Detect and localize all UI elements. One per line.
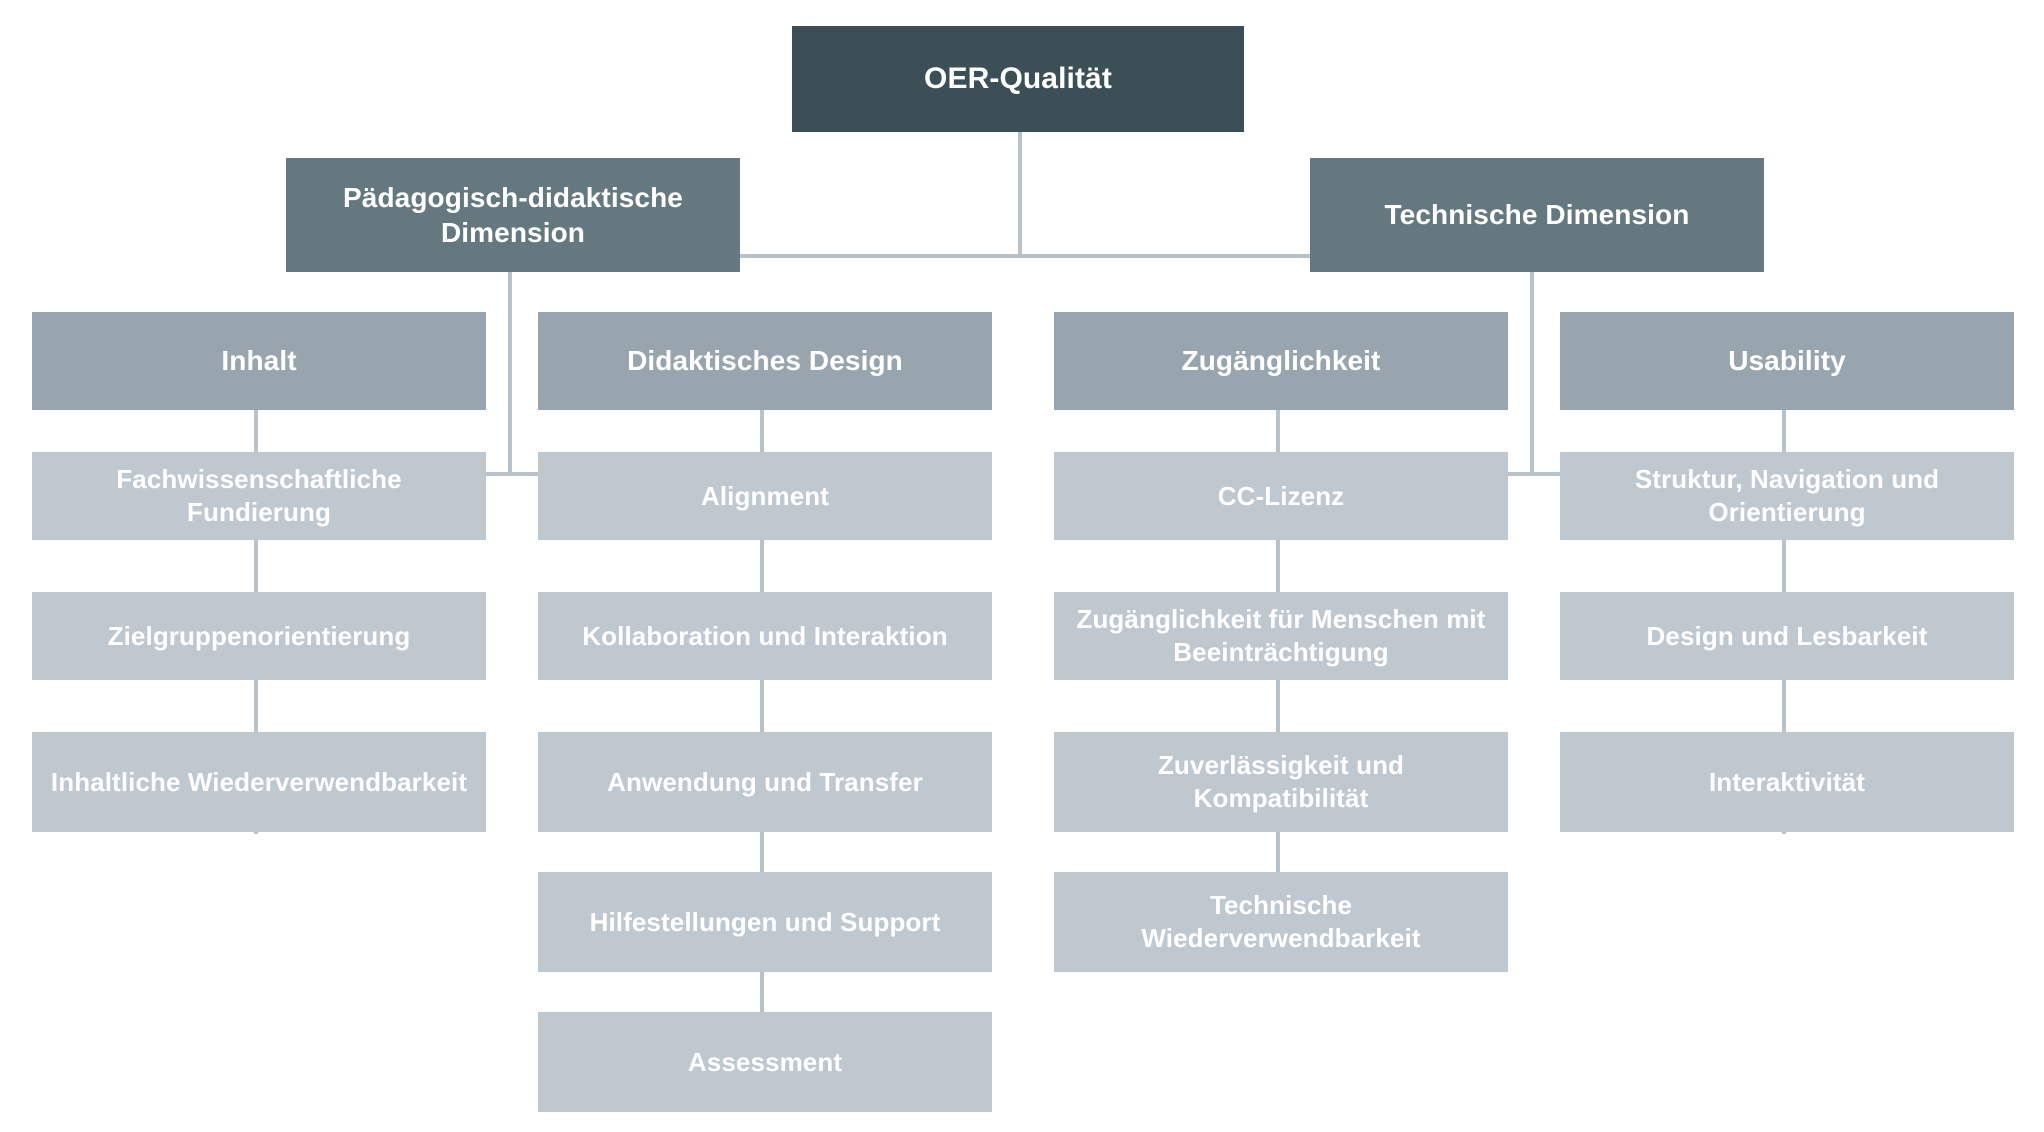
connector-cat-right-bar (1278, 472, 1784, 476)
node-criterion-label: Struktur, Navigation und Orientierung (1634, 464, 1940, 527)
node-dimension-label: Pädagogisch-didaktische Dimension (343, 181, 683, 248)
node-criterion-alignment[interactable]: Alignment (538, 452, 992, 540)
node-criterion-zugaenglichkeit-beeintraechtigung[interactable]: Zugänglichkeit für Menschen mit Beeinträ… (1054, 592, 1508, 680)
node-criterion-kollaboration-und-interaktion[interactable]: Kollaboration und Interaktion (538, 592, 992, 680)
node-criterion-zielgruppenorientierung[interactable]: Zielgruppenorientierung (32, 592, 486, 680)
node-criterion-label: Fachwissenschaftliche Fundierung (116, 464, 402, 527)
node-criterion-label: Assessment (687, 1046, 843, 1077)
node-criterion-label: Zuverlässigkeit und Kompatibilität (1157, 750, 1405, 813)
node-dimension-technisch[interactable]: Technische Dimension (1310, 158, 1764, 272)
node-criterion-label: Technische Wiederverwendbarkeit (1141, 890, 1421, 953)
connector-root-stem (1018, 132, 1022, 256)
node-root-oer-qualitaet[interactable]: OER-Qualität (792, 26, 1244, 132)
node-criterion-label: Alignment (700, 480, 829, 511)
node-category-inhalt[interactable]: Inhalt (32, 312, 486, 410)
connector-dim-left-stem (508, 254, 512, 476)
node-root-label: OER-Qualität (924, 62, 1112, 96)
node-criterion-label: Design und Lesbarkeit (1646, 620, 1928, 651)
node-criterion-design-und-lesbarkeit[interactable]: Design und Lesbarkeit (1560, 592, 2014, 680)
node-criterion-label: Zielgruppenorientierung (107, 620, 411, 651)
node-criterion-label: Interaktivität (1708, 766, 1865, 797)
node-category-label: Zugänglichkeit (1181, 345, 1381, 377)
node-dimension-paedagogisch-didaktisch[interactable]: Pädagogisch-didaktische Dimension (286, 158, 740, 272)
node-category-didaktisches-design[interactable]: Didaktisches Design (538, 312, 992, 410)
node-criterion-interaktivitaet[interactable]: Interaktivität (1560, 732, 2014, 832)
node-criterion-struktur-navigation-orientierung[interactable]: Struktur, Navigation und Orientierung (1560, 452, 2014, 540)
node-criterion-zuverlaessigkeit-und-kompatibilitaet[interactable]: Zuverlässigkeit und Kompatibilität (1054, 732, 1508, 832)
node-criterion-label: Hilfestellungen und Support (589, 906, 941, 937)
node-category-label: Didaktisches Design (627, 345, 903, 377)
node-criterion-cc-lizenz[interactable]: CC-Lizenz (1054, 452, 1508, 540)
node-criterion-assessment[interactable]: Assessment (538, 1012, 992, 1112)
connector-col3-spine (1276, 400, 1280, 962)
node-criterion-hilfestellungen-und-support[interactable]: Hilfestellungen und Support (538, 872, 992, 972)
connector-cat-left-bar (256, 472, 762, 476)
node-criterion-label: CC-Lizenz (1217, 480, 1345, 511)
node-criterion-technische-wiederverwendbarkeit[interactable]: Technische Wiederverwendbarkeit (1054, 872, 1508, 972)
node-dimension-label: Technische Dimension (1384, 199, 1690, 231)
node-criterion-label: Inhaltliche Wiederverwendbarkeit (50, 766, 468, 797)
node-criterion-label: Zugänglichkeit für Menschen mit Beeinträ… (1076, 604, 1486, 667)
node-category-usability[interactable]: Usability (1560, 312, 2014, 410)
node-category-label: Usability (1728, 345, 1846, 377)
node-criterion-label: Anwendung und Transfer (607, 766, 923, 797)
connector-dim-right-down-stem (1530, 272, 1534, 476)
node-category-zugaenglichkeit[interactable]: Zugänglichkeit (1054, 312, 1508, 410)
node-category-label: Inhalt (221, 345, 297, 377)
node-criterion-label: Kollaboration und Interaktion (582, 620, 948, 651)
connector-dimensions-bar (740, 254, 1310, 258)
node-criterion-fachwissenschaftliche-fundierung[interactable]: Fachwissenschaftliche Fundierung (32, 452, 486, 540)
node-criterion-anwendung-und-transfer[interactable]: Anwendung und Transfer (538, 732, 992, 832)
node-criterion-inhaltliche-wiederverwendbarkeit[interactable]: Inhaltliche Wiederverwendbarkeit (32, 732, 486, 832)
